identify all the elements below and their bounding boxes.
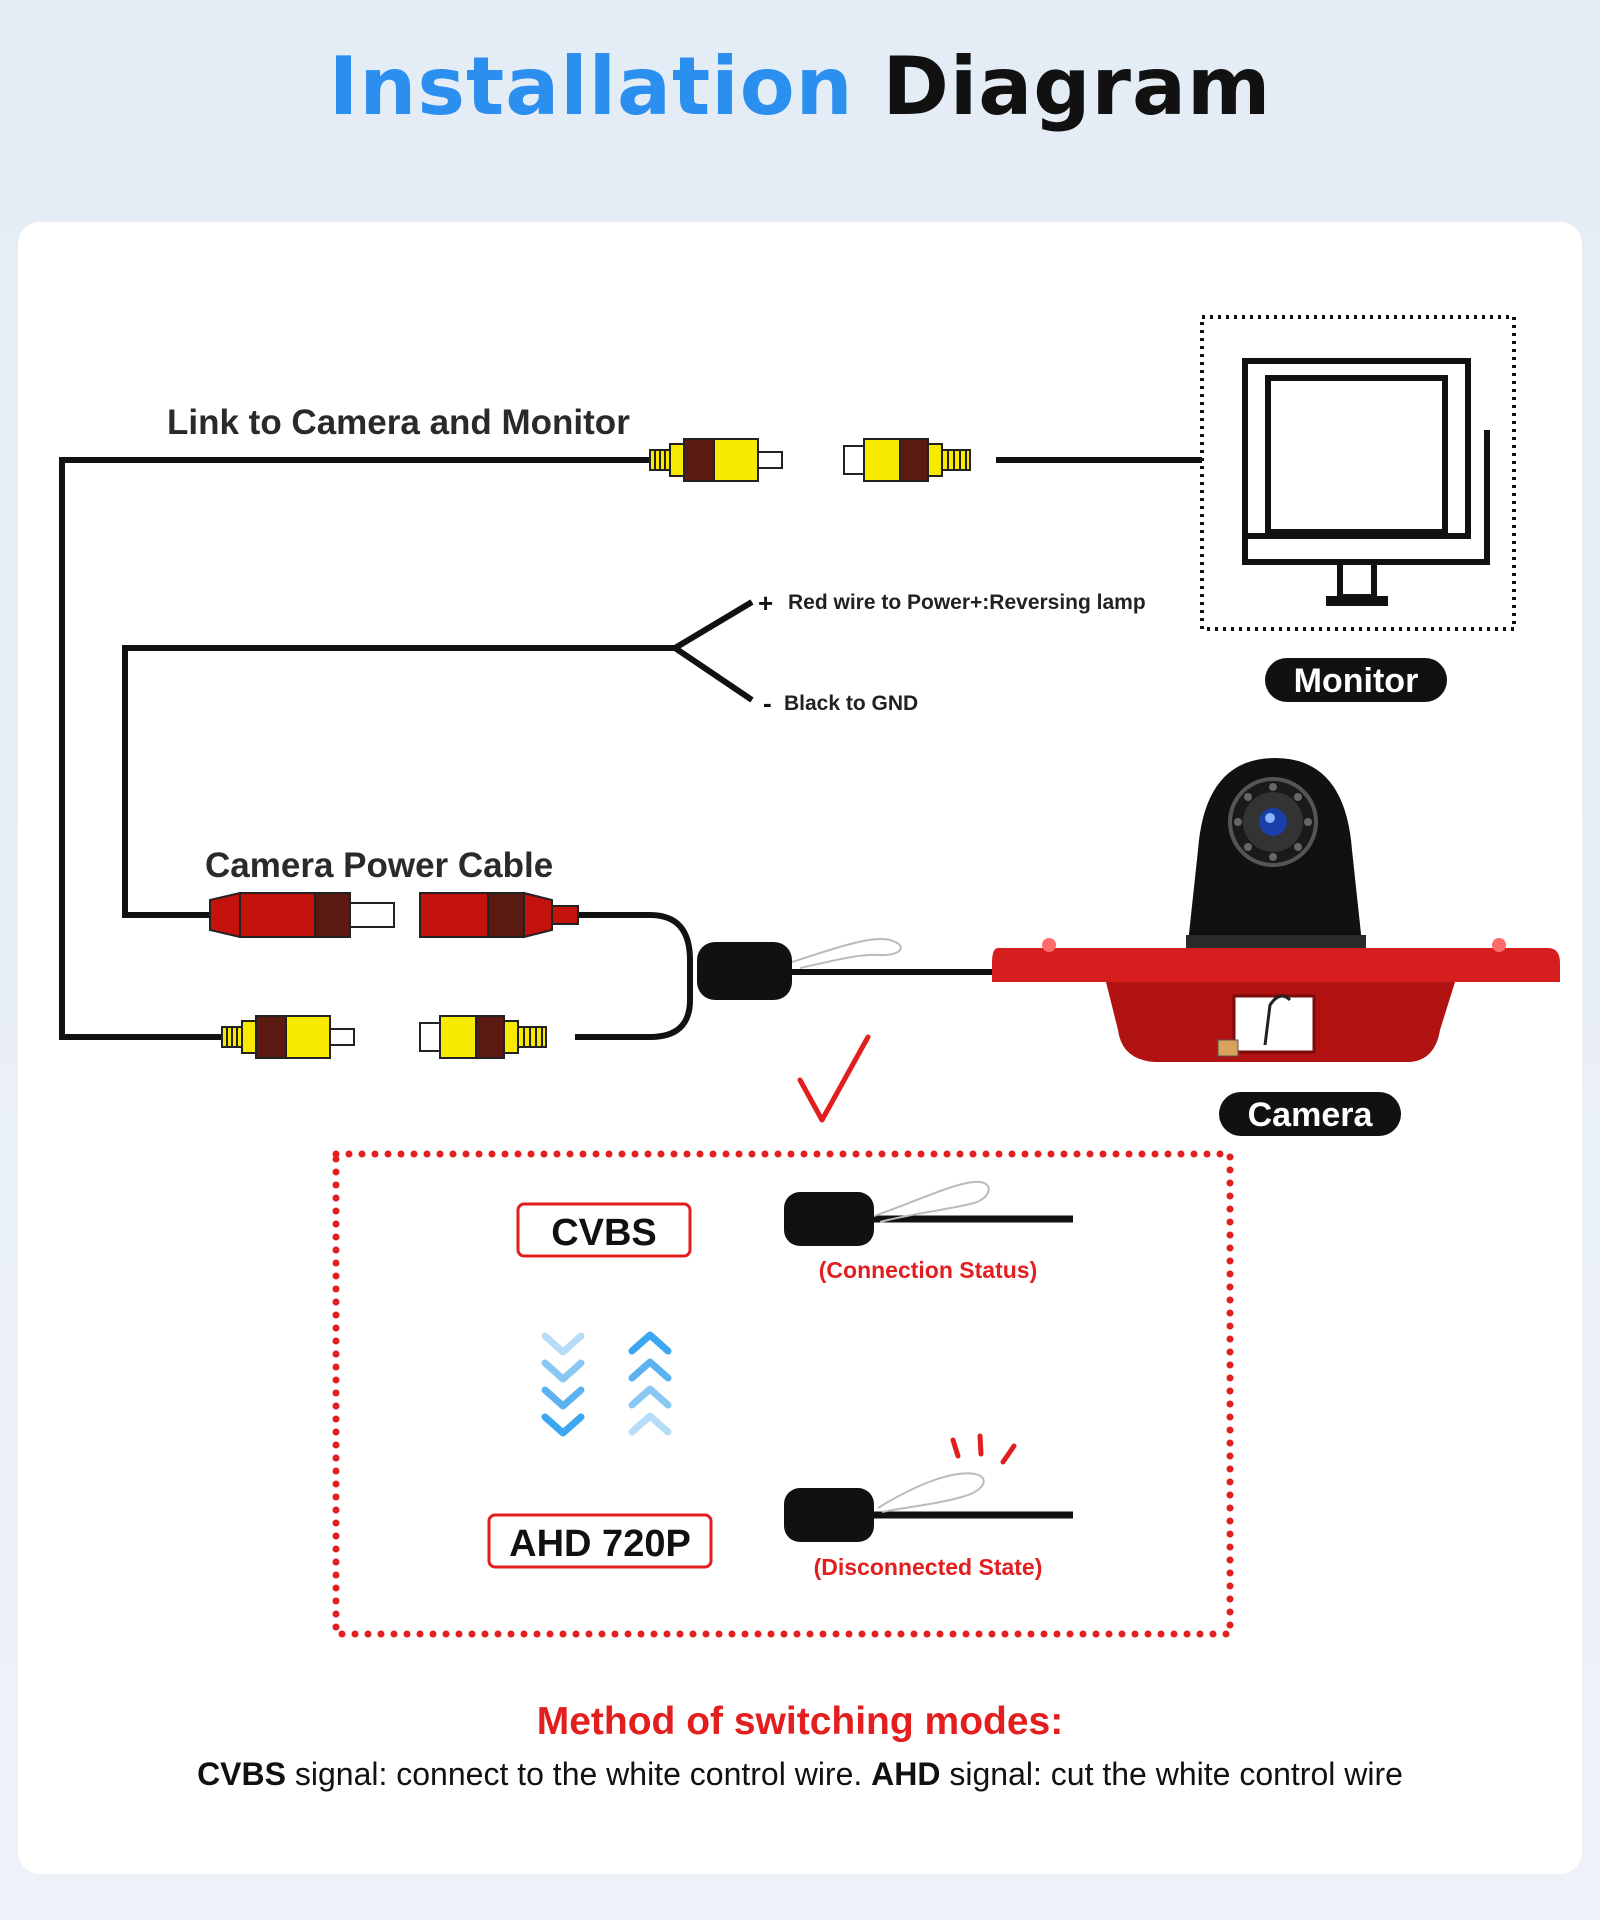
black-wire-label: Black to GND <box>784 692 918 715</box>
power-branch-black <box>673 645 754 703</box>
red-wire-label: Red wire to Power+:Reversing lamp <box>788 591 1146 614</box>
power-cable-to-box <box>575 912 693 1040</box>
title-part1: Installation <box>328 40 854 133</box>
power-cable-label: Camera Power Cable <box>205 846 553 885</box>
camera-badge: Camera <box>1219 1092 1401 1136</box>
ahd-instruction: signal: cut the white control wire <box>940 1756 1403 1792</box>
white-control-wire <box>791 938 902 969</box>
camera-icon <box>992 758 1560 1062</box>
wires <box>59 457 1202 1040</box>
checkmark-icon <box>797 1034 871 1123</box>
rca-female-connector-top <box>843 438 971 482</box>
mode-switch-box <box>332 1150 1234 1638</box>
link-label: Link to Camera and Monitor <box>167 403 630 442</box>
connected-wire-icon <box>784 1180 1073 1246</box>
chevron-up-icon <box>632 1335 668 1432</box>
cvbs-instruction: signal: connect to the white control wir… <box>285 1756 872 1792</box>
power-plug-male <box>209 891 395 939</box>
disconnected-state-label: (Disconnected State) <box>814 1554 1043 1580</box>
disconnected-wire-icon <box>784 1433 1073 1542</box>
junction-box <box>697 942 792 1000</box>
monitor-badge-label: Monitor <box>1294 662 1419 700</box>
minus-sign: - <box>763 688 772 718</box>
plus-sign: + <box>758 588 773 618</box>
rca-male-connector-bottom <box>221 1015 355 1059</box>
cvbs-mode: CVBS <box>516 1202 692 1258</box>
monitor-badge: Monitor <box>1265 658 1447 702</box>
rca-male-connector-top <box>649 438 783 482</box>
cvbs-label: CVBS <box>551 1212 657 1254</box>
power-wire <box>122 645 675 918</box>
ahd-mode: AHD 720P <box>487 1513 713 1569</box>
cvbs-bold: CVBS <box>197 1756 286 1792</box>
camera-badge-label: Camera <box>1248 1096 1374 1134</box>
power-branch-red <box>673 599 754 651</box>
ahd-label: AHD 720P <box>509 1523 691 1565</box>
rca-female-connector-bottom <box>419 1015 547 1059</box>
ahd-bold: AHD <box>871 1756 941 1792</box>
page-title: Installation Diagram <box>0 40 1600 133</box>
power-plug-female <box>419 891 579 939</box>
video-wire <box>59 457 650 1040</box>
title-part2: Diagram <box>882 40 1272 133</box>
monitor-icon <box>1200 315 1516 631</box>
switching-method-text: CVBS signal: connect to the white contro… <box>0 1756 1600 1793</box>
connection-status-label: (Connection Status) <box>819 1257 1038 1283</box>
chevron-down-icon <box>545 1336 581 1433</box>
switching-method-heading: Method of switching modes: <box>536 1700 1064 1743</box>
